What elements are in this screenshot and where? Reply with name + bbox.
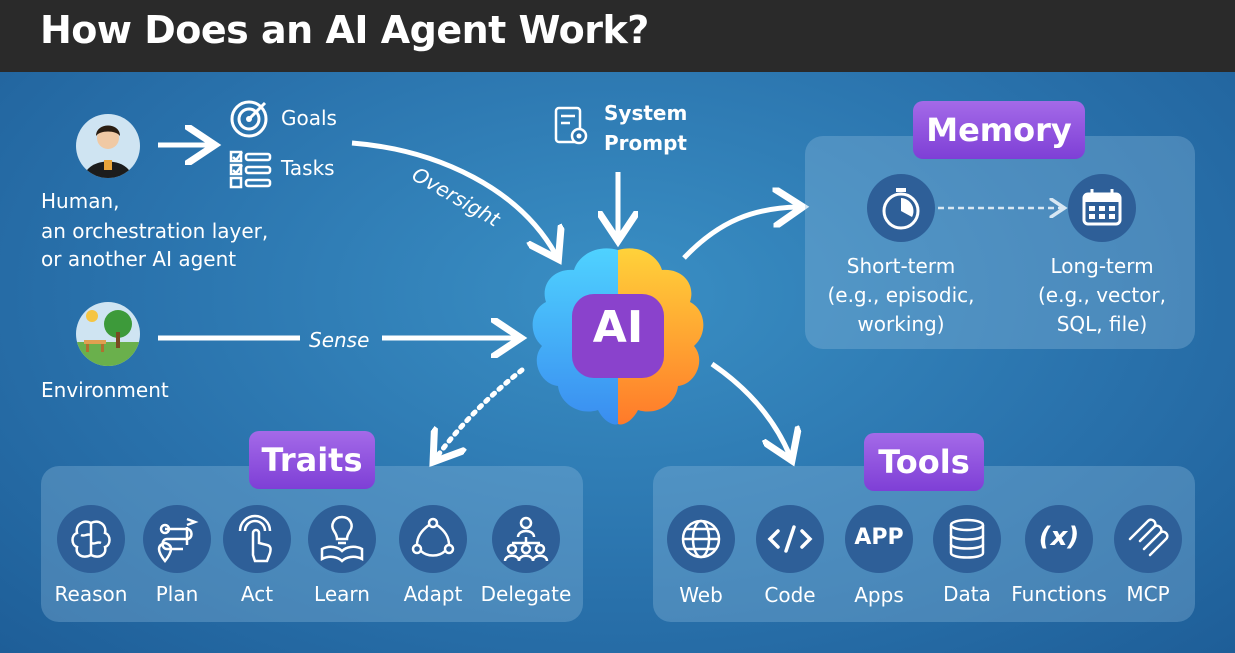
function-icon-text: (x) [1038,522,1080,552]
cycle-icon [399,505,467,573]
code-icon [756,505,824,573]
stopwatch-icon [867,174,935,242]
memory-title: Memory [913,101,1085,159]
tool-label-apps: Apps [854,583,904,607]
route-icon [143,505,211,573]
short-term-label: Short-term [846,254,956,278]
human-label-line1: Human, [41,189,120,213]
tools-title: Tools [864,433,984,491]
trait-label-adapt: Adapt [403,582,463,606]
tool-label-data: Data [943,582,991,606]
tool-label-functions: Functions [1011,582,1107,606]
person-icon [84,125,132,178]
ai-brain-icon [532,248,704,425]
app-icon: APP [845,505,913,573]
target-icon [230,100,268,138]
ai-to-tools-arrow [710,361,790,456]
short-term-block: Short-term (e.g., episodic, working) [821,252,981,339]
short-term-example-2: working) [857,312,945,336]
long-term-example-1: (e.g., vector, [1037,283,1167,307]
tap-icon [223,505,291,573]
tool-label-code: Code [764,583,816,607]
ai-to-traits-arrow [436,367,525,458]
human-label-line2: an orchestration layer, [41,219,269,243]
short-term-example-1: (e.g., episodic, [827,283,975,307]
prompt-document-icon [554,106,588,145]
tools-panel [653,466,1195,622]
checklist-icon [229,150,272,189]
mcp-icon [1114,505,1182,573]
goals-label: Goals [281,106,337,130]
page-title: How Does an AI Agent Work? [40,8,649,52]
trait-label-delegate: Delegate [480,582,572,606]
lightbulb-book-icon [308,505,376,573]
memory-panel [805,136,1195,349]
trait-label-reason: Reason [54,582,128,606]
trait-label-plan: Plan [155,582,199,606]
long-term-block: Long-term (e.g., vector, SQL, file) [1022,252,1182,339]
human-label-line3: or another AI agent [41,247,237,271]
title-bar: How Does an AI Agent Work? [0,0,1235,72]
oversight-arrow [351,140,556,255]
trait-label-act: Act [240,582,274,606]
ai-label: AI [592,302,644,353]
long-term-label: Long-term [1050,254,1154,278]
environment-label: Environment [41,378,169,402]
system-prompt-line1: System [604,101,688,125]
function-icon: (x) [1025,505,1093,573]
app-icon-text: APP [854,525,904,550]
calendar-icon [1068,174,1136,242]
trait-label-learn: Learn [314,582,370,606]
tool-label-mcp: MCP [1126,582,1170,606]
globe-icon [667,505,735,573]
team-icon [492,505,560,573]
tasks-label: Tasks [281,156,335,180]
system-prompt-line2: Prompt [604,131,687,155]
ai-to-memory-arrow [682,207,798,260]
human-avatar [76,114,140,178]
traits-title: Traits [249,431,375,489]
sense-label: Sense [309,328,370,352]
park-icon [76,310,140,366]
brain-icon [57,505,125,573]
environment-avatar [76,302,140,366]
long-term-example-2: SQL, file) [1056,312,1148,336]
database-icon [933,505,1001,573]
tool-label-web: Web [679,583,723,607]
